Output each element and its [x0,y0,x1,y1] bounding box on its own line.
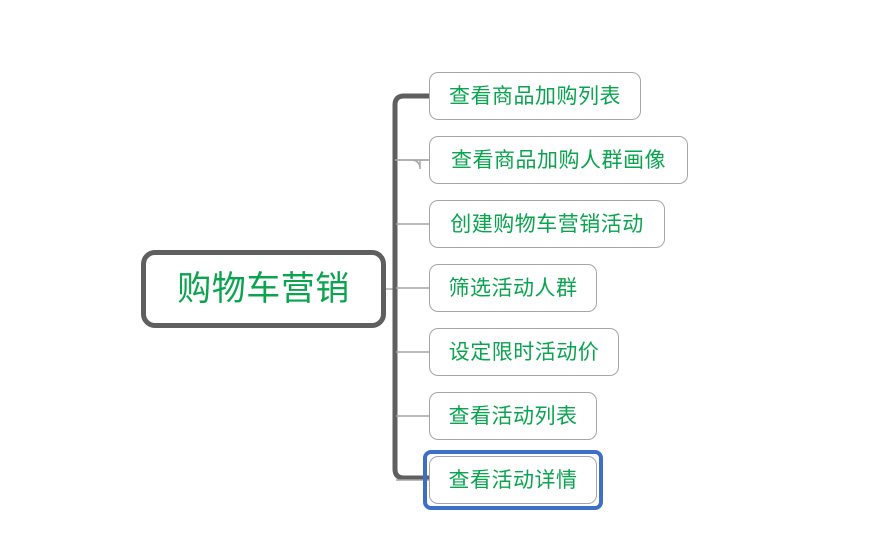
child-node-5[interactable]: 设定限时活动价 [429,328,619,376]
child-node-label: 筛选活动人群 [448,276,578,300]
child-node-2[interactable]: 查看商品加购人群画像 [429,136,688,184]
child-node-label: 查看活动详情 [448,468,578,492]
child-node-4[interactable]: 筛选活动人群 [429,264,597,312]
trunk-connector [392,93,429,481]
child-node-6[interactable]: 查看活动列表 [429,392,597,440]
child-node-label: 查看商品加购列表 [449,84,621,108]
root-node[interactable]: 购物车营销 [141,250,386,328]
child-node-label: 创建购物车营销活动 [450,212,644,236]
child-node-label: 设定限时活动价 [448,340,600,364]
child-node-label: 查看活动列表 [448,404,578,428]
child-node-1[interactable]: 查看商品加购列表 [429,72,641,120]
child-node-7[interactable]: 查看活动详情 [429,456,597,504]
branch-connector-2 [395,159,429,170]
root-node-label: 购物车营销 [177,270,350,308]
selection-outline [423,450,603,510]
child-node-label: 查看商品加购人群画像 [451,148,666,172]
child-node-3[interactable]: 创建购物车营销活动 [429,200,665,248]
